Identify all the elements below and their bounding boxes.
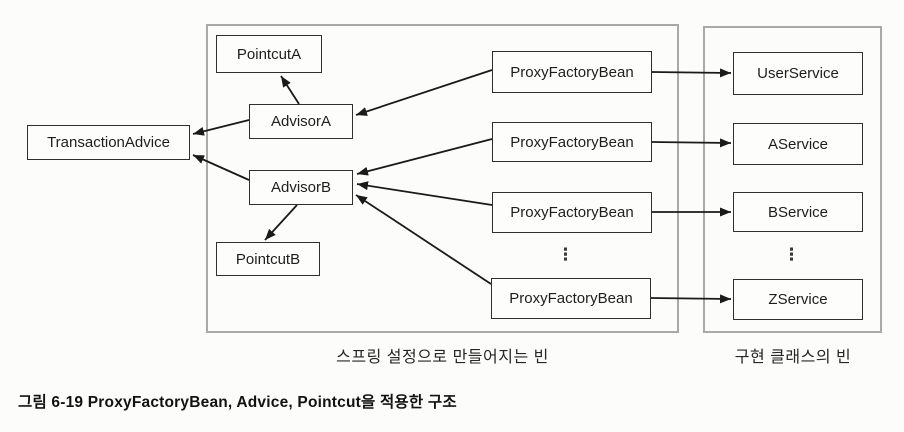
vertical-ellipsis-service-column: ⋮ — [783, 245, 800, 264]
node-b-service: BService — [733, 192, 863, 232]
node-a-service: AService — [733, 123, 863, 165]
impl-beans-group-label: 구현 클래스의 빈 — [734, 349, 852, 366]
node-proxy-factory-bean-1: ProxyFactoryBean — [492, 51, 652, 93]
node-advisor-a: AdvisorA — [249, 104, 353, 139]
impl-beans-group-frame — [703, 26, 882, 333]
node-proxy-factory-bean-4: ProxyFactoryBean — [491, 278, 651, 319]
node-transaction-advice: TransactionAdvice — [27, 125, 190, 160]
figure-caption: 그림 6-19 ProxyFactoryBean, Advice, Pointc… — [18, 394, 457, 411]
vertical-ellipsis-proxy-column: ⋮ — [557, 245, 574, 264]
node-advisor-b: AdvisorB — [249, 170, 353, 205]
node-pointcut-b: PointcutB — [216, 242, 320, 276]
node-z-service: ZService — [733, 279, 863, 320]
node-pointcut-a: PointcutA — [216, 35, 322, 73]
spring-beans-group-label: 스프링 설정으로 만들어지는 빈 — [336, 349, 549, 366]
node-proxy-factory-bean-2: ProxyFactoryBean — [492, 122, 652, 162]
node-user-service: UserService — [733, 52, 863, 95]
node-proxy-factory-bean-3: ProxyFactoryBean — [492, 192, 652, 233]
